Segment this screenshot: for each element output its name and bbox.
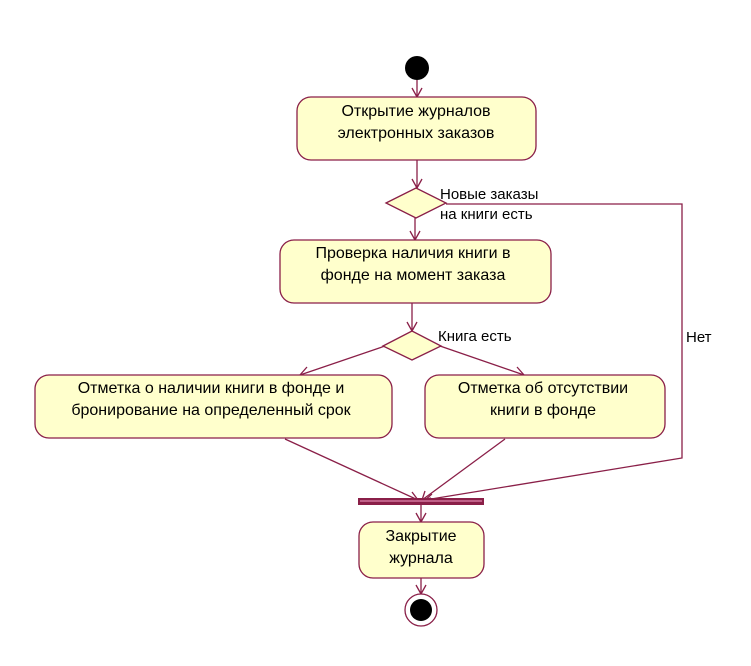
activity-close-journal-line-1: Закрытие bbox=[385, 528, 456, 545]
activity-close-journal: Закрытие журнала bbox=[358, 521, 485, 579]
end-node bbox=[404, 593, 438, 627]
guard-new-orders-line-2: на книги есть bbox=[440, 206, 533, 223]
guard-book-exists: Книга есть bbox=[438, 328, 512, 345]
activity-open-journals: Открытие журналов электронных заказов bbox=[296, 96, 537, 161]
edge-mark-available-to-sync bbox=[284, 438, 419, 501]
edge-decision2-to-mark-absent bbox=[439, 345, 525, 376]
sync-bar-highlight bbox=[360, 500, 482, 502]
guard-no: Нет bbox=[686, 329, 712, 346]
activity-mark-available-line-2: бронирование на определенный срок bbox=[71, 402, 351, 419]
activity-mark-absent-line-1: Отметка об отсутствии bbox=[458, 380, 628, 397]
decision-new-orders bbox=[384, 187, 448, 219]
activity-mark-absent-line-2: книги в фонде bbox=[490, 402, 596, 419]
decision-book-exists bbox=[381, 330, 443, 361]
activity-check-availability-line-1: Проверка наличия книги в bbox=[316, 245, 511, 262]
activity-mark-absent: Отметка об отсутствии книги в фонде bbox=[424, 374, 666, 439]
edge-decision2-to-mark-available bbox=[299, 345, 386, 376]
start-node bbox=[405, 56, 429, 80]
edges bbox=[284, 80, 683, 596]
activity-mark-available-line-1: Отметка о наличии книги в фонде и bbox=[78, 380, 345, 397]
edge-mark-absent-to-sync bbox=[421, 438, 506, 501]
activity-open-journals-line-2: электронных заказов bbox=[338, 125, 495, 142]
edge-decision1-no-to-sync bbox=[424, 203, 683, 501]
activity-check-availability-line-2: фонде на момент заказа bbox=[321, 267, 506, 284]
activity-mark-available: Отметка о наличии книги в фонде и бронир… bbox=[34, 374, 393, 439]
activity-open-journals-line-1: Открытие журналов bbox=[341, 103, 490, 120]
activity-close-journal-line-2: журнала bbox=[389, 550, 453, 567]
activity-check-availability: Проверка наличия книги в фонде на момент… bbox=[279, 239, 552, 304]
guard-new-orders-line-1: Новые заказы bbox=[440, 186, 538, 203]
